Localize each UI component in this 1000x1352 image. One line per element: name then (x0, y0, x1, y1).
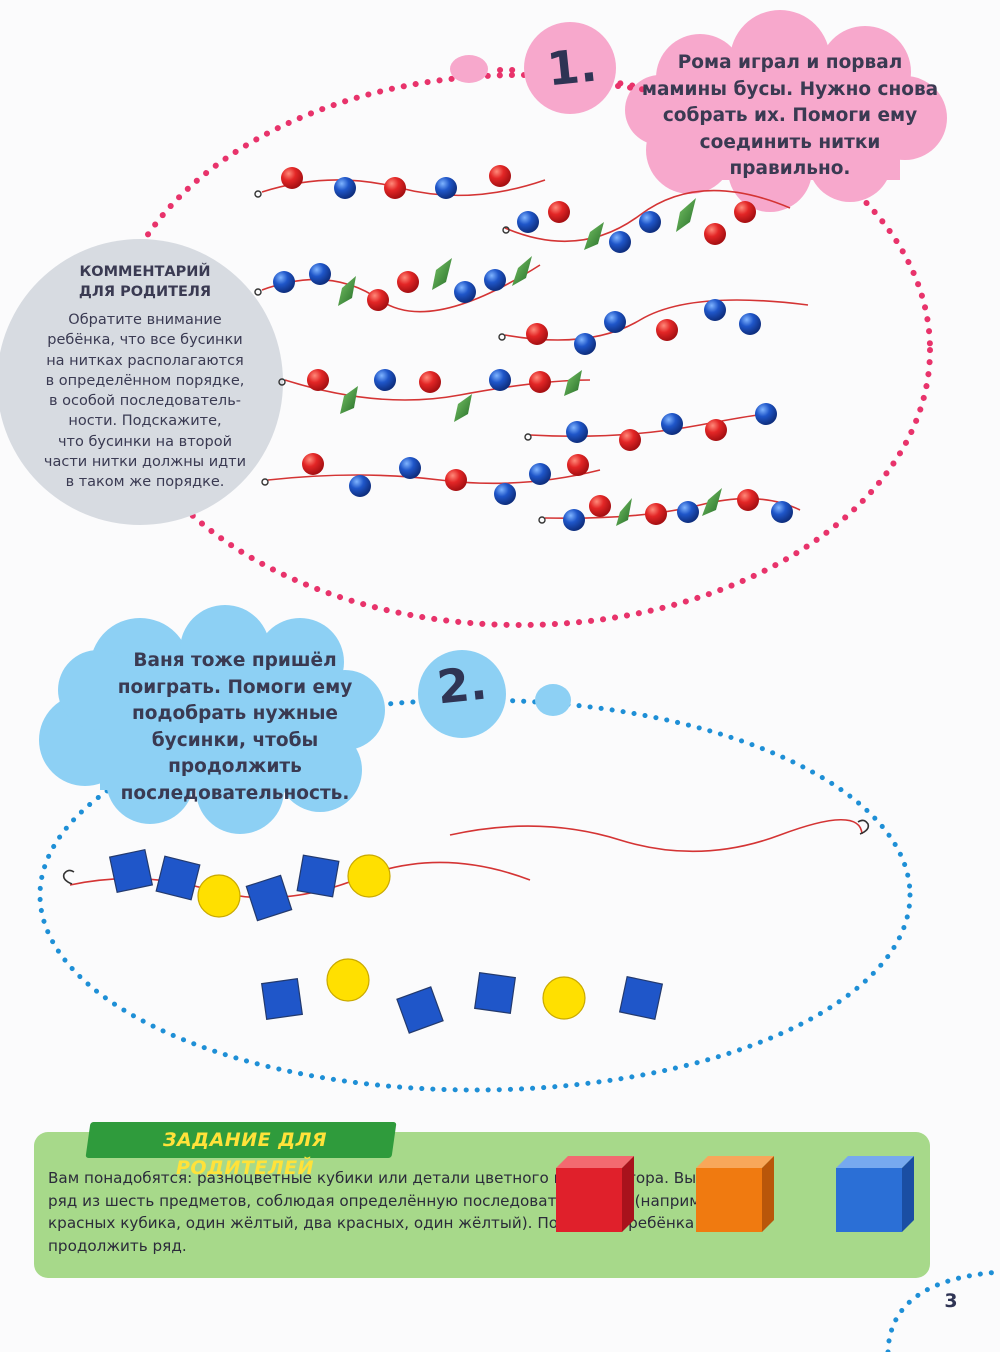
task2-hooks (62, 819, 870, 885)
task2-instruction: Ваня тоже пришёл поиграть. Помоги ему по… (117, 650, 353, 804)
task1-beads (273, 165, 793, 531)
task2-bead-options (260, 958, 664, 1034)
parents-task-title: ЗАДАНИЕ ДЛЯ РОДИТЕЛЕЙ (162, 1129, 328, 1179)
page-number: 3 (944, 1290, 958, 1312)
pink-cloud (625, 10, 947, 212)
task2-dotted-border (37, 697, 913, 1093)
task1-number: 1. (544, 37, 600, 97)
cubes-illustration (556, 1156, 914, 1232)
blue-cloud (39, 605, 385, 834)
number1-bubble (524, 22, 616, 114)
number2-bubble (418, 650, 506, 738)
task1-instruction: Рома играл и порвал мамины бусы. Нужно с… (641, 52, 939, 179)
task2-number: 2. (434, 655, 490, 715)
orange-cube-icon (696, 1156, 774, 1232)
small-blue-bubble (535, 684, 571, 716)
task2-bead-sequence (108, 848, 391, 922)
page-corner-dots (885, 1269, 1000, 1352)
hooks (254, 190, 546, 524)
small-pink-bubble (450, 55, 488, 83)
parent-comment-title: КОММЕНТАРИЙ ДЛЯ РОДИТЕЛЯ (78, 264, 212, 300)
parent-comment-text: Обратите внимание ребёнка, что все бусин… (43, 312, 247, 491)
red-cube-icon (556, 1156, 634, 1232)
blue-cube-icon (836, 1156, 914, 1232)
comment-circle (0, 239, 283, 525)
